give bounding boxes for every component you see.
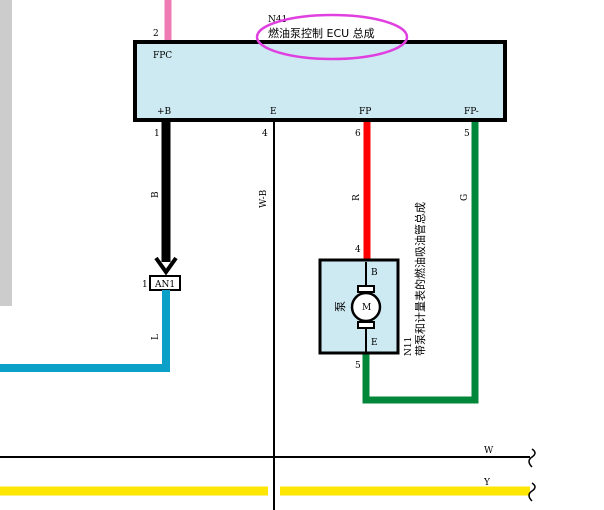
ecu-pin-label-fp: FP — [359, 107, 371, 117]
pump-pin-bottom-number: 5 — [355, 361, 361, 371]
motor-brush-top — [357, 285, 375, 293]
left-frame-strip — [0, 0, 12, 306]
wire-l — [0, 290, 170, 372]
wire-y-code: Y — [483, 478, 491, 488]
junction-an1-code: AN1 — [154, 280, 175, 290]
pump-assembly-name: 带泵和计量表的燃油吸油管总成 — [413, 202, 427, 356]
junction-an1-pin: 1 — [142, 280, 148, 290]
ecu-box — [133, 40, 507, 122]
pump-terminal-b: B — [371, 268, 378, 278]
motor-brush-bottom — [357, 321, 375, 329]
pump-terminal-e: E — [371, 338, 378, 348]
ecu-name: 燃油泵控制 ECU 总成 — [268, 26, 375, 40]
wire-y-break-mark — [528, 482, 536, 502]
ecu-name-highlight — [255, 13, 409, 61]
ecu-pin-label-fp-minus: FP- — [464, 107, 479, 117]
wire-b-arrow — [154, 256, 178, 276]
wire-b-code: B — [151, 191, 161, 198]
wire-g-code: G — [460, 194, 470, 201]
wire-w-break-mark — [528, 448, 536, 468]
wire-w-b-code: W-B — [259, 189, 269, 208]
pump-label: 泵 — [334, 301, 347, 312]
ecu-pin-number-6: 6 — [355, 129, 361, 139]
ecu-pin-number-4: 4 — [262, 129, 268, 139]
motor-symbol — [350, 291, 382, 323]
ecu-connector-label: FPC — [153, 51, 172, 61]
pump-pin-top-number: 4 — [355, 245, 361, 255]
ecu-pin-number-1: 1 — [154, 129, 160, 139]
motor-symbol-label: M — [362, 303, 371, 313]
ecu-pin-label-plus-b: +B — [157, 107, 172, 117]
ecu-pin-label-e: E — [270, 107, 277, 117]
wire-w-code: W — [484, 446, 494, 456]
ecu-upper-pin-number: 2 — [153, 29, 159, 39]
pump-assembly-code: N11 — [404, 337, 414, 356]
wire-l-code: L — [151, 334, 161, 340]
wire-g — [362, 122, 479, 404]
ecu-pin-number-5: 5 — [464, 129, 470, 139]
wire-r-code: R — [352, 194, 362, 201]
ecu-code: N41 — [268, 15, 287, 25]
